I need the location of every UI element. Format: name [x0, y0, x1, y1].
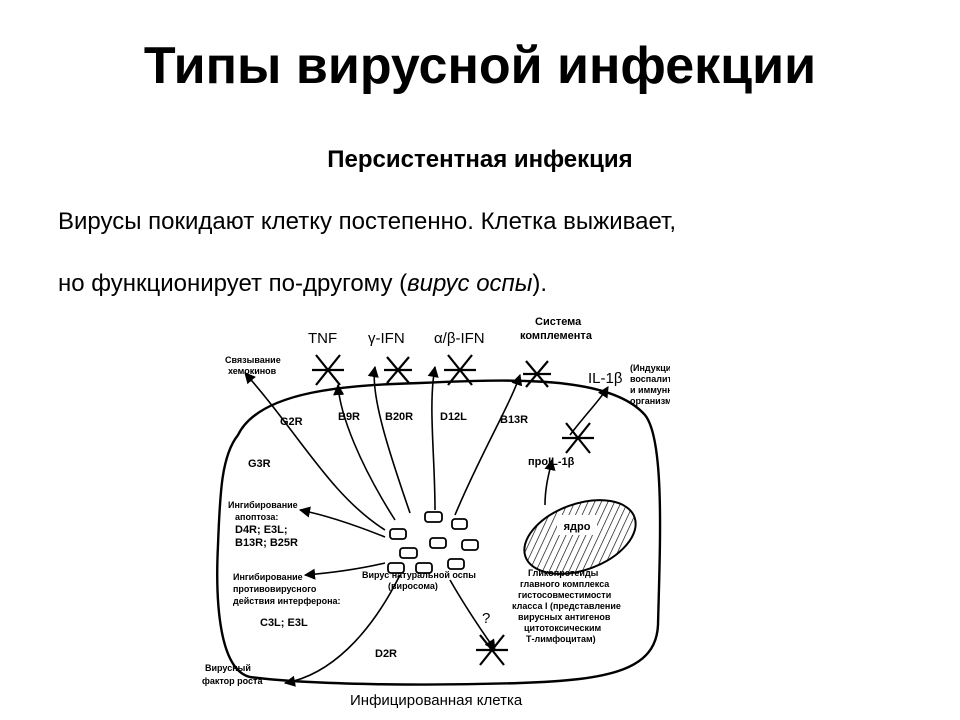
- cell-membrane: [216, 379, 662, 686]
- label-il1b-note-3: и иммунных реакций: [630, 385, 670, 395]
- gene-b20r: B20R: [385, 411, 413, 423]
- label-mhc-4: класса I (представление: [512, 601, 621, 611]
- arrow-b20r: [367, 365, 411, 514]
- label-gamma-ifn: γ-IFN: [368, 330, 405, 347]
- label-apoptosis-4: B13R; B25R: [235, 537, 298, 549]
- label-mhc-7: Т-лимфоцитам): [526, 634, 596, 644]
- label-chemokine-2: хемокинов: [228, 366, 277, 376]
- arrow-d12l: [427, 365, 439, 511]
- gene-g3r: G3R: [248, 458, 271, 470]
- label-tnf: TNF: [308, 330, 337, 347]
- label-antiviral-1: Ингибирование: [233, 572, 303, 582]
- arrow-growth: [283, 574, 401, 687]
- label-mhc-6: цитотоксическим: [524, 623, 601, 633]
- gene-g2r: G2R: [280, 416, 303, 428]
- label-il1b: IL-1β: [588, 370, 623, 387]
- label-virus-2: (виросома): [388, 581, 438, 591]
- arrow-apoptosis: [298, 506, 386, 538]
- label-antiviral-2: противовирусного: [233, 584, 317, 594]
- label-il1b-note-1: (Индукция: [630, 363, 670, 373]
- gene-d12l: D12L: [440, 411, 467, 423]
- line2-italic: вирус оспы: [407, 270, 533, 297]
- arrow-il1b-out: [569, 386, 609, 436]
- description-line-1: Вирусы покидают клетку постепенно. Клетк…: [58, 208, 676, 235]
- label-antiviral-3: действия интерферона:: [233, 596, 341, 606]
- nucleus-label: ядро: [564, 521, 591, 533]
- label-il1b-note-2: воспалительных: [630, 374, 670, 384]
- gene-b13r: B13R: [500, 414, 528, 426]
- label-il1b-note-4: организма): [630, 396, 670, 406]
- gene-b9r: B9R: [338, 411, 360, 423]
- description-line-2: но функционирует по-другому (вирус оспы)…: [58, 270, 547, 298]
- block-marks: [312, 354, 594, 666]
- label-apoptosis-3: D4R; E3L;: [235, 524, 288, 536]
- label-growth-1: Вирусный: [205, 663, 251, 673]
- label-mhc-5: вирусных антигенов: [518, 612, 611, 622]
- label-apoptosis-1: Ингибирование: [228, 500, 298, 510]
- nucleus: [523, 499, 637, 575]
- arrow-mhc: [449, 579, 496, 651]
- slide-subtitle: Персистентная инфекция: [327, 146, 633, 173]
- label-complement-2: комплемента: [520, 330, 593, 342]
- label-apoptosis-2: апоптоза:: [235, 512, 278, 522]
- label-chemokine-1: Связывание: [225, 355, 281, 365]
- arrow-il1b: [544, 458, 556, 506]
- line2-prefix: но функционирует по-другому (: [58, 270, 408, 297]
- arrow-antiviral: [303, 562, 386, 580]
- label-ab-ifn: α/β-IFN: [434, 330, 485, 347]
- arrow-g2r: [244, 372, 386, 531]
- label-mhc-1: Гликопротеиды: [528, 568, 599, 578]
- label-antiviral-4: C3L; E3L: [260, 617, 308, 629]
- slide-title: Типы вирусной инфекции: [143, 37, 817, 95]
- label-mhc-2: главного комплекса: [520, 579, 610, 589]
- label-infected-cell: Инфицированная клетка: [350, 692, 523, 709]
- label-complement-1: Система: [535, 316, 582, 328]
- arrow-b13r: [454, 373, 523, 516]
- virus-infection-diagram: ядро TNF γ-IFN α/β-IFN Систе: [202, 316, 670, 709]
- label-growth-2: фактор роста: [202, 676, 263, 686]
- line2-suffix: ).: [532, 270, 548, 297]
- gene-proil1b: проIL-1β: [528, 456, 575, 468]
- gene-d2r: D2R: [375, 648, 397, 660]
- label-mhc-3: гистосовместимости: [518, 590, 611, 600]
- virosome-particles: [387, 511, 479, 574]
- arrow-b9r: [333, 383, 396, 521]
- label-question: ?: [482, 610, 490, 627]
- label-virus-1: Вирус натуральной оспы: [362, 570, 476, 580]
